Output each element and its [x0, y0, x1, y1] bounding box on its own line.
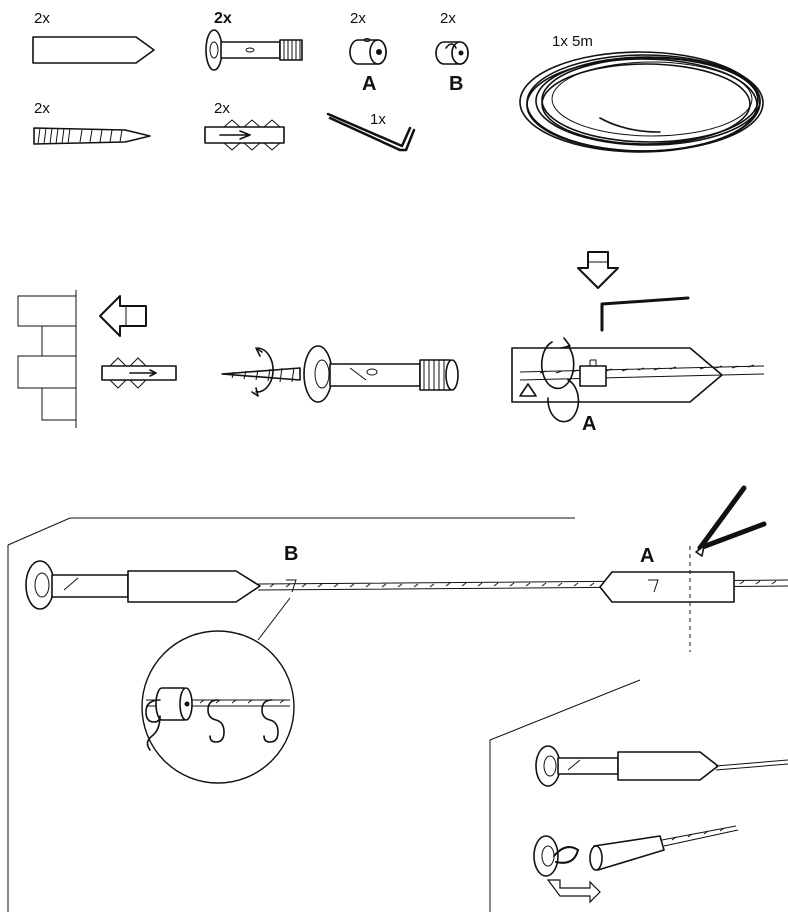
wire-qty: 1x 5m — [552, 33, 593, 50]
screw-part: 2x — [33, 100, 151, 145]
end-cap-with-clamp-icon — [511, 337, 765, 423]
plug-qty: 2x — [214, 100, 230, 117]
allen-key-part: 1x — [326, 111, 416, 152]
wall-bracket-icon — [205, 29, 303, 71]
clamp-a-qty: 2x — [350, 10, 366, 27]
wall-bracket-part: 2x — [205, 10, 303, 71]
clamp-b-on-wire — [286, 579, 297, 593]
step-tension-wire: B A — [7, 485, 788, 912]
arrow-down-icon — [577, 251, 619, 289]
clamp-a-icon — [349, 38, 387, 65]
detail-magnifier — [141, 630, 295, 784]
wall-plug-part: 2x — [204, 100, 285, 151]
ceiling-line — [7, 517, 575, 546]
inset-hook-attach-icon — [533, 825, 739, 877]
step2-clamp-a-label: A — [582, 413, 596, 435]
s-hook-icon-3 — [261, 699, 279, 743]
allen-key-icon — [326, 112, 416, 152]
wall-plug-icon — [101, 357, 177, 389]
end-cap-part: 2x — [32, 10, 155, 64]
wall-bracket-qty: 2x — [214, 10, 232, 27]
clamp-a-part: 2x A — [349, 10, 387, 95]
end-cap-qty: 2x — [34, 10, 50, 27]
s-hook-icon-2 — [207, 699, 225, 743]
clamp-b-label: B — [449, 73, 463, 95]
s-hook-icon — [145, 699, 161, 751]
wire-coil-icon — [519, 51, 764, 153]
screw-with-bracket-icon — [221, 345, 459, 403]
left-bracket-icon — [25, 560, 261, 610]
clamp-a-label: A — [362, 73, 376, 95]
arrow-left-icon — [99, 295, 147, 337]
screw-qty: 2x — [34, 100, 50, 117]
wire-coil-part: 1x 5m — [519, 33, 764, 153]
scissors-icon — [695, 485, 767, 557]
allen-key-icon — [600, 296, 690, 332]
clamp-b-icon — [435, 41, 469, 65]
parts-list: 2x 2x 2x A — [32, 10, 764, 153]
step-attach-end — [489, 679, 788, 912]
wall-bricks-icon — [17, 290, 77, 428]
wall-plug-icon — [204, 119, 285, 151]
step-install-bracket: A — [17, 251, 765, 435]
end-cap-icon — [32, 36, 155, 64]
callout-line — [257, 597, 291, 641]
clamp-b-part: 2x B — [435, 10, 469, 95]
right-end-cap-icon — [599, 571, 735, 603]
allen-key-qty: 1x — [370, 111, 386, 128]
arrow-right-icon — [546, 879, 601, 904]
step3-label-a: A — [640, 545, 654, 567]
screw-icon — [33, 127, 151, 145]
clamp-b-qty: 2x — [440, 10, 456, 27]
inset-corner-lines — [489, 679, 641, 912]
inset-bracket-assembled-icon — [535, 745, 788, 787]
step3-label-b: B — [284, 543, 298, 565]
